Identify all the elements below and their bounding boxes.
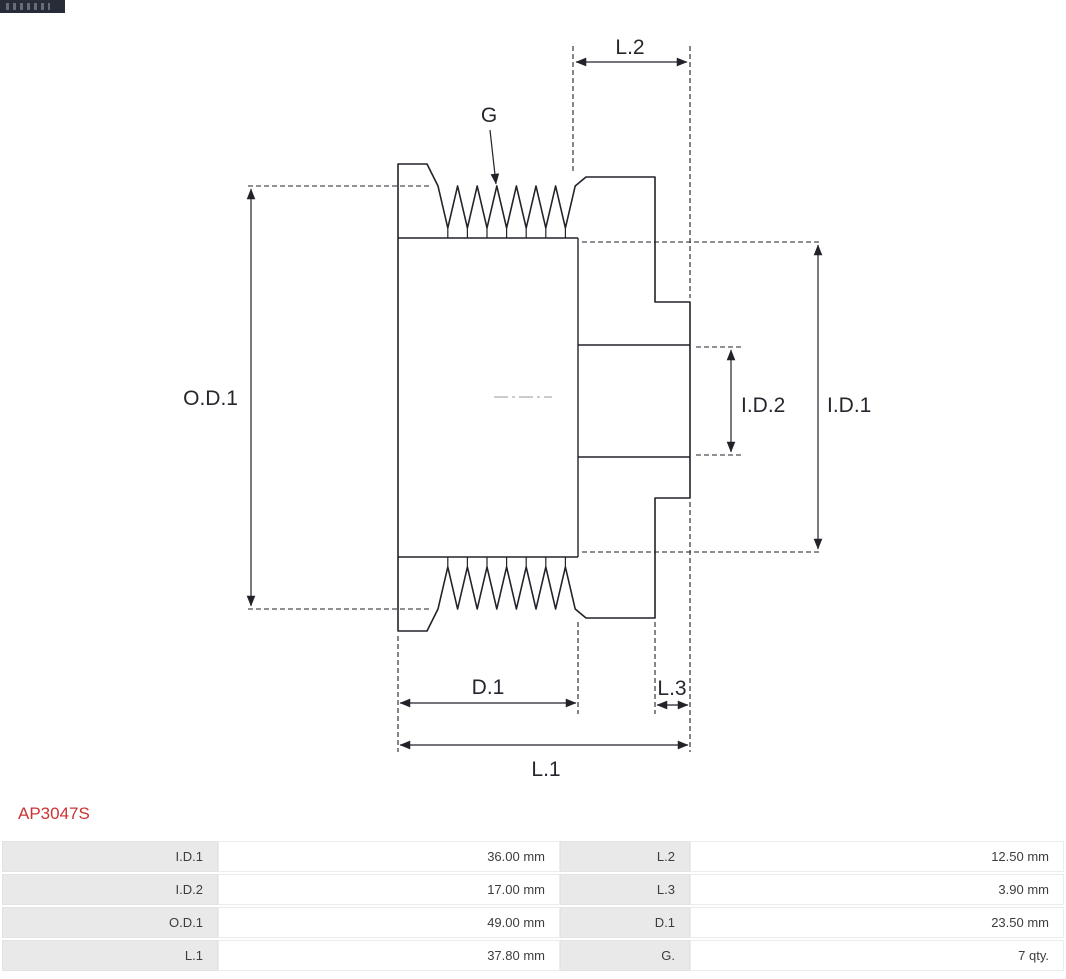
- spec-value: 23.50 mm: [690, 907, 1064, 938]
- spec-label: G.: [560, 940, 690, 971]
- dim-label-d1: D.1: [472, 676, 505, 699]
- spec-value: 49.00 mm: [218, 907, 560, 938]
- spec-label: D.1: [560, 907, 690, 938]
- groove-leader-line: [489, 129, 500, 185]
- spec-label: I.D.1: [2, 841, 218, 872]
- table-row: O.D.1 49.00 mm D.1 23.50 mm: [2, 907, 1064, 938]
- part-number: AP3047S: [18, 804, 90, 823]
- dim-label-l2: L.2: [615, 36, 644, 59]
- spec-label: I.D.2: [2, 874, 218, 905]
- pulley-technical-drawing: O.D.1 I.D.1 I.D.2 L.2 L.3 D.1 L.1 G: [183, 36, 871, 781]
- table-row: L.1 37.80 mm G. 7 qty.: [2, 940, 1064, 971]
- dim-label-l3: L.3: [657, 677, 686, 700]
- dim-label-od1: O.D.1: [183, 387, 238, 410]
- spec-value: 3.90 mm: [690, 874, 1064, 905]
- table-row: I.D.1 36.00 mm L.2 12.50 mm: [2, 841, 1064, 872]
- dim-label-id1: I.D.1: [827, 394, 871, 417]
- spec-value: 17.00 mm: [218, 874, 560, 905]
- pulley-interior-lines: [398, 237, 690, 558]
- spec-table: I.D.1 36.00 mm L.2 12.50 mm I.D.2 17.00 …: [2, 841, 1064, 973]
- extension-lines: [248, 46, 820, 752]
- dim-label-id2: I.D.2: [741, 394, 785, 417]
- spec-label: L.2: [560, 841, 690, 872]
- spec-value: 36.00 mm: [218, 841, 560, 872]
- brand-logo-partial: [0, 0, 65, 13]
- dim-label-g: G: [481, 104, 497, 127]
- spec-value: 12.50 mm: [690, 841, 1064, 872]
- spec-label: L.3: [560, 874, 690, 905]
- spec-label: L.1: [2, 940, 218, 971]
- dim-label-l1: L.1: [531, 758, 560, 781]
- spec-value: 7 qty.: [690, 940, 1064, 971]
- spec-value: 37.80 mm: [218, 940, 560, 971]
- spec-label: O.D.1: [2, 907, 218, 938]
- groove-ticks: [447, 228, 566, 567]
- table-row: I.D.2 17.00 mm L.3 3.90 mm: [2, 874, 1064, 905]
